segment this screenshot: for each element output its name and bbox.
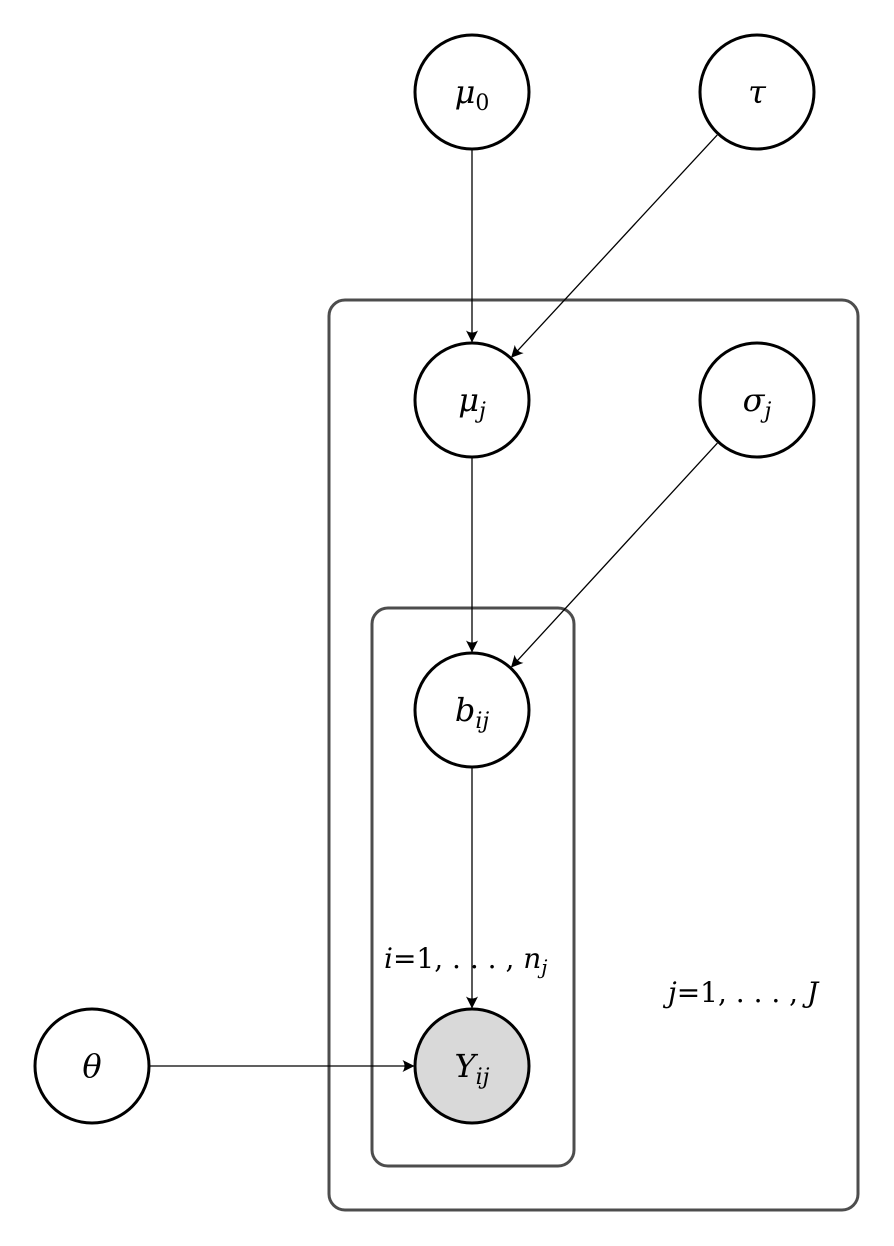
node-circle-theta (33, 1007, 151, 1125)
node-circle-muj (413, 341, 531, 459)
edge-tau-to-muj (511, 134, 718, 358)
node-label-sigmaj: σj (743, 381, 772, 424)
node-circle-mu0 (413, 33, 531, 151)
node-label-mu0: μ0 (455, 73, 490, 116)
node-circle-tau (698, 33, 816, 151)
node-label-bij: bij (455, 691, 490, 734)
plate-outer-label: j=1, . . . , J (662, 976, 820, 1009)
plate-inner-i (370, 606, 576, 1168)
node-theta: θ (33, 1007, 151, 1125)
node-tau: τ (698, 33, 816, 151)
node-sigmaj: σj (698, 341, 816, 459)
node-Yij: Yij (413, 1007, 531, 1125)
edge-sigmaj-to-bij (510, 442, 718, 668)
node-label-Yij: Yij (455, 1047, 490, 1090)
plate-inner-label: i=1, . . . , nj (384, 942, 548, 979)
node-label-theta: θ (82, 1047, 101, 1085)
node-circle-Yij (413, 1007, 531, 1125)
node-circle-sigmaj (698, 341, 816, 459)
plate-outer-j (327, 298, 860, 1212)
node-circle-bij (413, 651, 531, 769)
node-label-muj: μj (458, 381, 486, 424)
node-bij: bij (413, 651, 531, 769)
node-mu0: μ0 (413, 33, 531, 151)
node-muj: μj (413, 341, 531, 459)
node-label-tau: τ (748, 73, 767, 111)
edges-group (150, 134, 718, 1072)
